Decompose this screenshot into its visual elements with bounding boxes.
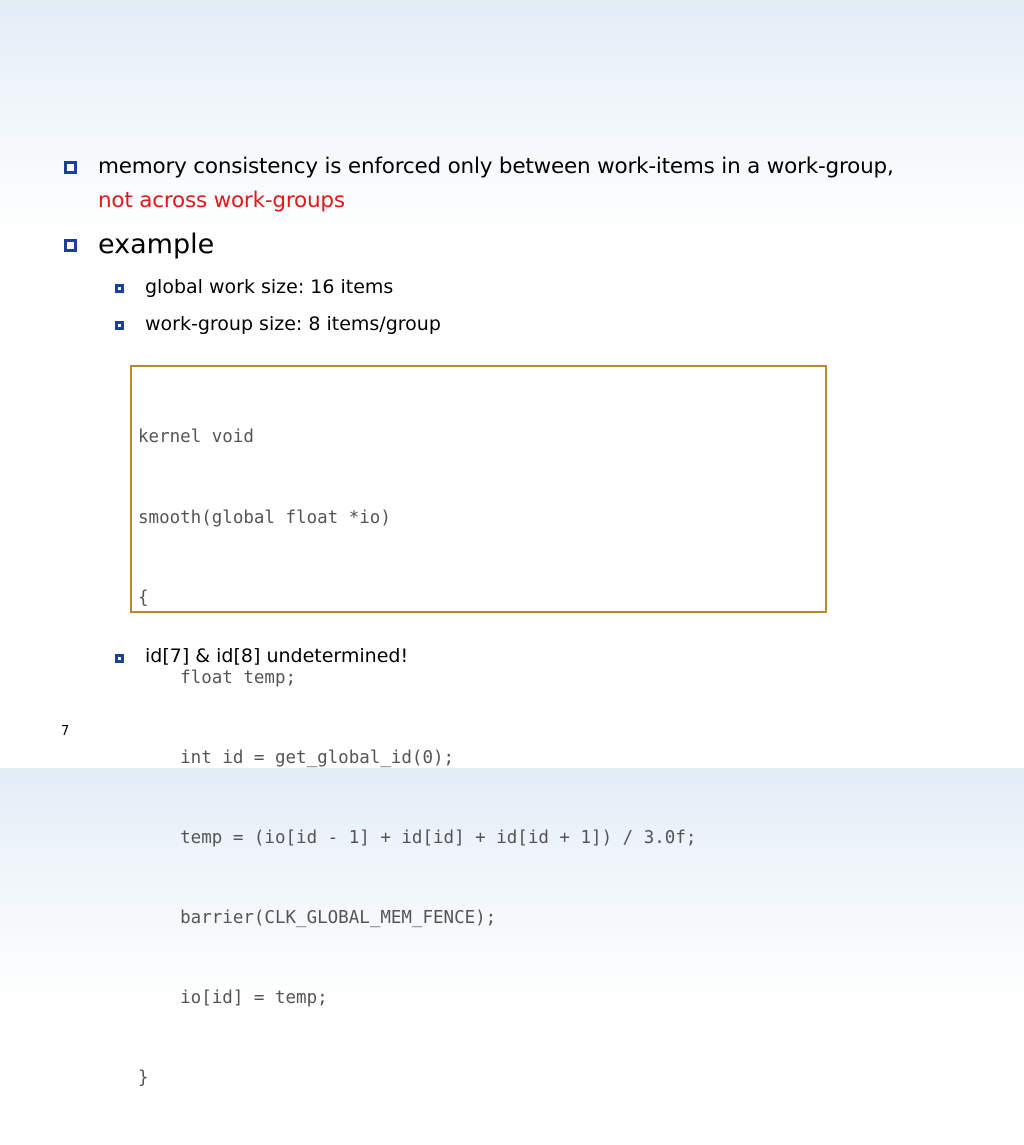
- sub-bullet-3-marker-icon: [115, 654, 124, 663]
- code-listing: kernel void smooth(global float *io) { f…: [138, 371, 696, 1145]
- bullet-1: memory consistency is enforced only betw…: [98, 150, 918, 218]
- code-line: io[id] = temp;: [138, 988, 328, 1009]
- code-line: {: [138, 587, 149, 608]
- code-block: kernel void smooth(global float *io) { f…: [130, 365, 827, 1088]
- slide: memory consistency is enforced only betw…: [61, 150, 918, 1088]
- page-number: 7: [61, 724, 70, 739]
- code-line: barrier(CLK_GLOBAL_MEM_FENCE);: [138, 907, 497, 928]
- sub-bullet-1-marker-icon: [115, 284, 124, 293]
- code-line: float temp;: [138, 667, 297, 688]
- bullet-1-text: memory consistency is enforced only betw…: [98, 154, 894, 179]
- sub-bullet-1-text: global work size: 16 items: [145, 276, 394, 298]
- code-line: smooth(global float *io): [138, 507, 391, 528]
- code-line: }: [138, 1068, 149, 1089]
- bullet-2-marker-icon: [64, 239, 77, 252]
- sub-bullet-2-marker-icon: [115, 321, 124, 330]
- sub-bullet-2-text: work-group size: 8 items/group: [145, 313, 441, 335]
- sub-bullet-3-text: id[7] & id[8] undetermined!: [145, 645, 409, 667]
- code-line: kernel void: [138, 427, 254, 448]
- bullet-1-marker-icon: [64, 161, 77, 174]
- code-line: temp = (io[id - 1] + id[id] + id[id + 1]…: [138, 827, 697, 848]
- code-line: int id = get_global_id(0);: [138, 747, 455, 768]
- bullet-1-highlight: not across work-groups: [98, 188, 345, 213]
- bullet-2-text: example: [98, 229, 215, 260]
